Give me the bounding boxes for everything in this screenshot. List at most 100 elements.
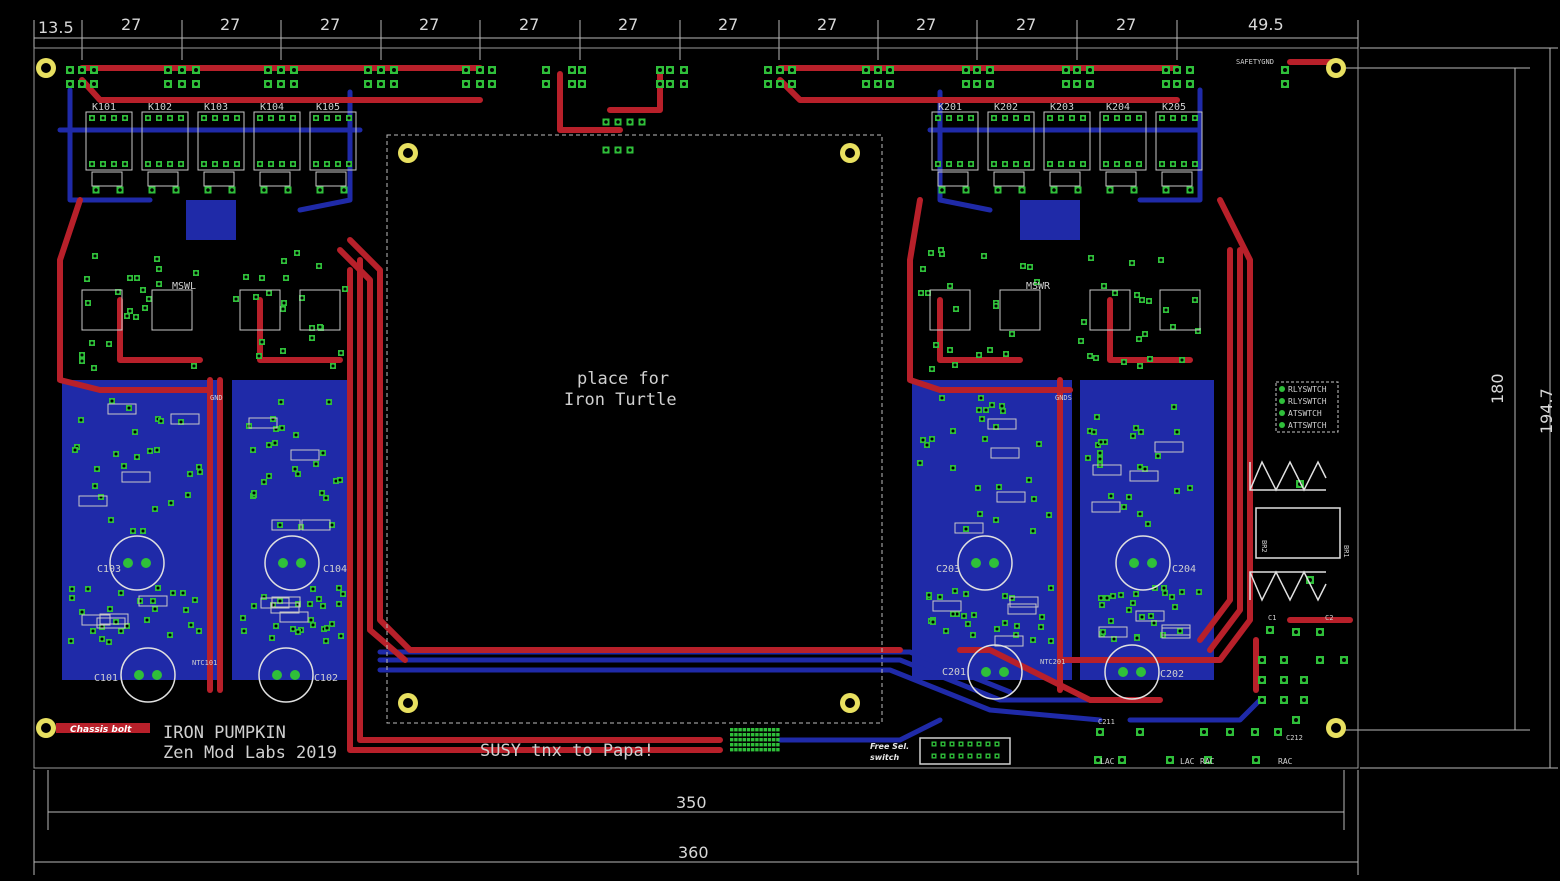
drill-hole [1188, 486, 1192, 490]
drill-hole [1156, 454, 1160, 458]
header-pin [746, 728, 751, 732]
drill-hole [640, 120, 644, 124]
drill-hole [155, 257, 159, 261]
drill-hole [1206, 758, 1210, 762]
drill-hole [278, 523, 282, 527]
drill-hole [1102, 284, 1106, 288]
drill-hole [1031, 638, 1035, 642]
drill-hole [296, 472, 300, 476]
drill-hole [1276, 730, 1280, 734]
drill-hole [1089, 256, 1093, 260]
drill-hole [1164, 68, 1168, 72]
dim-top-9: 27 [916, 15, 936, 34]
drill-hole [1104, 162, 1108, 166]
header-pin [759, 738, 763, 742]
drill-hole [125, 314, 129, 318]
drill-hole [1064, 68, 1068, 72]
header-pin [742, 728, 746, 732]
drill-hole [1076, 188, 1080, 192]
header-pin [755, 728, 759, 732]
drill-hole [1253, 730, 1257, 734]
component-outline [990, 447, 1020, 459]
drill-hole [85, 277, 89, 281]
capacitor-icon [258, 647, 314, 703]
header-pin [776, 748, 780, 752]
drill-hole [876, 82, 880, 86]
relay-label: K205 [1162, 102, 1186, 113]
misc-label: C211 [1098, 718, 1115, 726]
header-pin [759, 733, 763, 737]
drill-hole [281, 307, 285, 311]
header-pin [730, 743, 734, 747]
drill-hole [938, 595, 942, 599]
drill-hole [68, 82, 72, 86]
drill-hole [1120, 758, 1124, 762]
drill-hole [1127, 608, 1131, 612]
drill-hole [1188, 68, 1192, 72]
drill-hole [141, 529, 145, 533]
drill-hole [379, 68, 383, 72]
drill-hole [100, 637, 104, 641]
drill-hole [1140, 298, 1144, 302]
drill-hole [1004, 352, 1008, 356]
header-pin [755, 733, 759, 737]
drill-hole [668, 82, 672, 86]
drill-hole [628, 148, 632, 152]
drill-hole [296, 630, 300, 634]
drill-hole [123, 116, 127, 120]
drill-hole [280, 426, 284, 430]
drill-hole [1131, 434, 1135, 438]
drill-hole [1059, 162, 1063, 166]
drill-hole [931, 620, 935, 624]
drill-hole [544, 82, 548, 86]
drill-hole [92, 68, 96, 72]
drill-hole [1193, 298, 1197, 302]
drill-hole [267, 443, 271, 447]
drill-hole [1318, 658, 1322, 662]
drill-hole [325, 162, 329, 166]
component-pads [66, 66, 1348, 764]
drill-hole [971, 633, 975, 637]
drill-hole [976, 486, 980, 490]
drill-hole [180, 82, 184, 86]
misc-label: LAC [1100, 757, 1115, 766]
drill-hole [1173, 605, 1177, 609]
dim-top-12: 49.5 [1248, 15, 1284, 34]
drill-hole [1025, 162, 1029, 166]
drill-hole [1175, 68, 1179, 72]
drill-hole [274, 624, 278, 628]
mount-hole-icon [398, 143, 418, 163]
drill-hole [544, 68, 548, 72]
drill-hole [790, 68, 794, 72]
drill-hole [962, 614, 966, 618]
drill-hole [1112, 637, 1116, 641]
header-pin [755, 738, 759, 742]
drill-hole [964, 82, 968, 86]
drill-hole [921, 267, 925, 271]
drill-hole [379, 82, 383, 86]
drill-hole [127, 406, 131, 410]
drill-hole [193, 598, 197, 602]
header-pin [738, 748, 742, 752]
drill-hole [1003, 621, 1007, 625]
drill-hole [1130, 261, 1134, 265]
capacitor-icon [120, 647, 176, 703]
component-outline [141, 111, 189, 171]
drill-hole [1175, 430, 1179, 434]
drill-hole [189, 623, 193, 627]
drill-hole [343, 287, 347, 291]
drill-hole [864, 82, 868, 86]
header-pin-strip [730, 728, 780, 752]
header-pin [742, 748, 746, 752]
drill-hole [1028, 265, 1032, 269]
drill-hole [279, 400, 283, 404]
drill-hole [1115, 116, 1119, 120]
header-pin [738, 728, 742, 732]
dim-top-0: 13.5 [38, 18, 74, 37]
mount-hole-icon [840, 143, 860, 163]
drill-hole [179, 420, 183, 424]
drill-hole [948, 348, 952, 352]
drill-hole [224, 116, 228, 120]
drill-hole [940, 188, 944, 192]
drill-hole [1095, 415, 1099, 419]
